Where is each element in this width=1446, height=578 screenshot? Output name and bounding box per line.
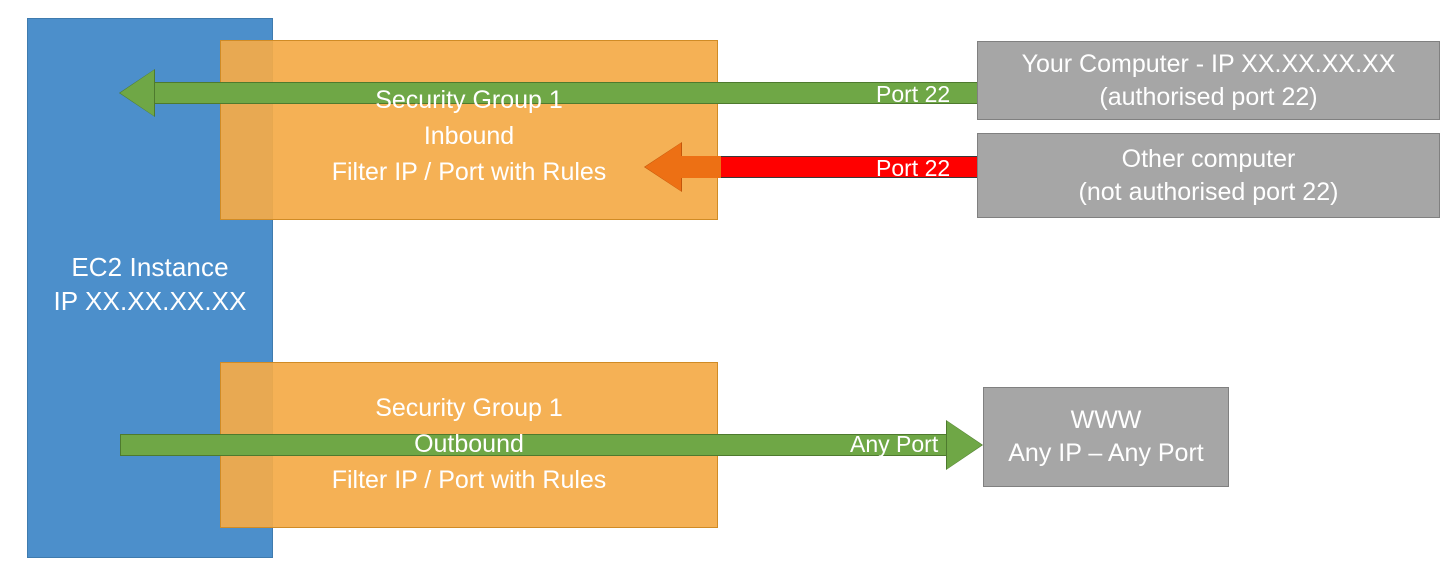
- allowed-inbound-shaft: [152, 82, 978, 104]
- blocked-inbound-shaft-inner: [681, 156, 721, 178]
- endpoint-www-box: WWW Any IP – Any Port: [983, 387, 1229, 487]
- ec2-instance-label: EC2 Instance IP XX.XX.XX.XX: [27, 250, 273, 318]
- allowed-inbound-port-label: Port 22: [876, 81, 951, 107]
- security-group-inbound-box: [220, 40, 718, 220]
- www-title: WWW: [1070, 406, 1142, 434]
- ec2-instance-name: EC2 Instance: [71, 252, 229, 282]
- allowed-outbound-shaft: [120, 434, 952, 456]
- other-computer-title: Other computer: [1121, 144, 1296, 173]
- www-note: Any IP – Any Port: [1008, 439, 1204, 467]
- endpoint-other-computer-box: Other computer (not authorised port 22): [977, 133, 1440, 218]
- endpoint-your-computer-box: Your Computer - IP XX.XX.XX.XX (authoris…: [977, 41, 1440, 120]
- your-computer-note: (authorised port 22): [1099, 82, 1318, 111]
- ec2-instance-ip: IP XX.XX.XX.XX: [53, 286, 247, 316]
- allowed-outbound-arrowhead-icon: [947, 421, 982, 469]
- allowed-outbound-port-label: Any Port: [850, 431, 939, 457]
- blocked-inbound-port-label: Port 22: [876, 155, 951, 181]
- your-computer-title: Your Computer - IP XX.XX.XX.XX: [1021, 49, 1396, 78]
- other-computer-note: (not authorised port 22): [1078, 177, 1339, 206]
